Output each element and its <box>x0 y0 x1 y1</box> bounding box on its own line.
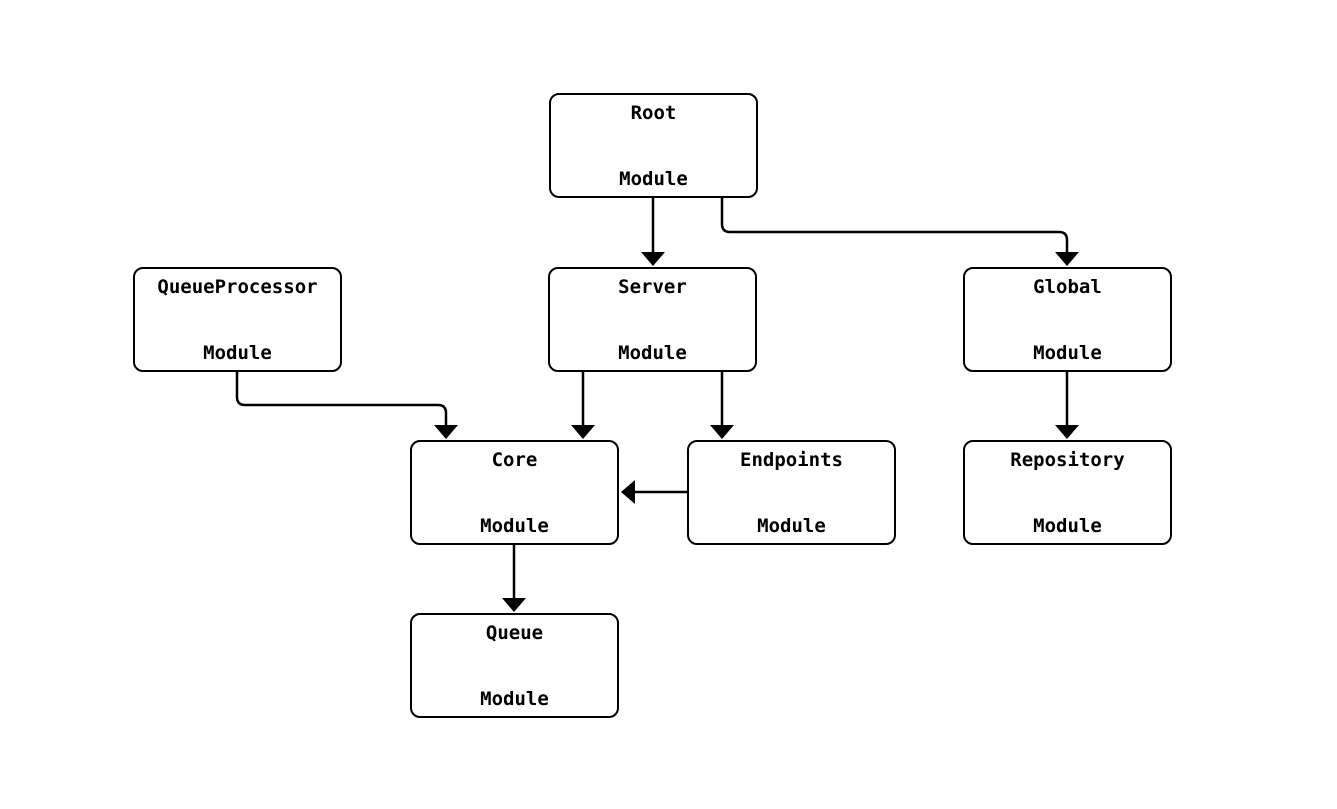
edge-arrowhead <box>1055 425 1079 439</box>
edge-root-to-server <box>641 198 665 266</box>
node-repository-module-label: Repository Module <box>1010 405 1124 581</box>
node-label-line: Module <box>480 687 549 710</box>
node-label-line: Module <box>619 167 688 190</box>
node-label-line: Module <box>757 514 826 537</box>
edge-endpoints-to-core <box>621 480 687 504</box>
node-queueprocessor-module-label: QueueProcessor Module <box>157 232 317 408</box>
node-core-module-label: Core Module <box>480 405 549 581</box>
node-label-line: Queue <box>485 621 544 644</box>
node-label-line: Repository <box>1010 448 1125 471</box>
node-label-line: Module <box>1033 341 1102 364</box>
edge-arrowhead <box>571 425 595 439</box>
node-root-module-label: Root Module <box>619 58 688 234</box>
edge-arrowhead <box>1055 252 1079 266</box>
node-root-module: Root Module <box>549 93 758 198</box>
edge-root-to-global <box>720 198 1079 266</box>
node-endpoints-module-label: Endpoints Module <box>740 405 843 581</box>
edge-arrowhead <box>434 425 458 439</box>
edge-arrowhead <box>710 425 734 439</box>
edge-queueprocessor-to-core <box>235 372 458 439</box>
node-label-line: Endpoints <box>740 448 843 471</box>
node-server-module: Server Module <box>548 267 757 372</box>
edge-line <box>720 198 1069 252</box>
node-label-line: Module <box>1033 514 1102 537</box>
node-label-line: Module <box>203 341 272 364</box>
node-label-line: Core <box>491 448 538 471</box>
edge-core-to-queue <box>502 545 526 612</box>
node-label-line: Root <box>630 101 677 124</box>
node-queue-module-label: Queue Module <box>480 578 549 754</box>
edge-global-to-repository <box>1055 372 1079 439</box>
node-global-module-label: Global Module <box>1033 232 1102 408</box>
node-repository-module: Repository Module <box>963 440 1172 545</box>
edge-arrowhead <box>502 598 526 612</box>
node-server-module-label: Server Module <box>618 232 687 408</box>
node-label-line: Module <box>618 341 687 364</box>
node-label-line: Module <box>480 514 549 537</box>
edge-arrowhead <box>641 252 665 266</box>
edge-line <box>235 372 448 425</box>
node-label-line: Global <box>1033 275 1102 298</box>
node-queue-module: Queue Module <box>410 613 619 718</box>
edge-arrowhead <box>621 480 635 504</box>
node-label-line: QueueProcessor <box>157 275 318 298</box>
node-core-module: Core Module <box>410 440 619 545</box>
edge-server-to-core <box>571 372 595 439</box>
node-queueprocessor-module: QueueProcessor Module <box>133 267 342 372</box>
node-global-module: Global Module <box>963 267 1172 372</box>
edge-server-to-endpoints <box>710 372 734 439</box>
node-endpoints-module: Endpoints Module <box>687 440 896 545</box>
node-label-line: Server <box>618 275 687 298</box>
